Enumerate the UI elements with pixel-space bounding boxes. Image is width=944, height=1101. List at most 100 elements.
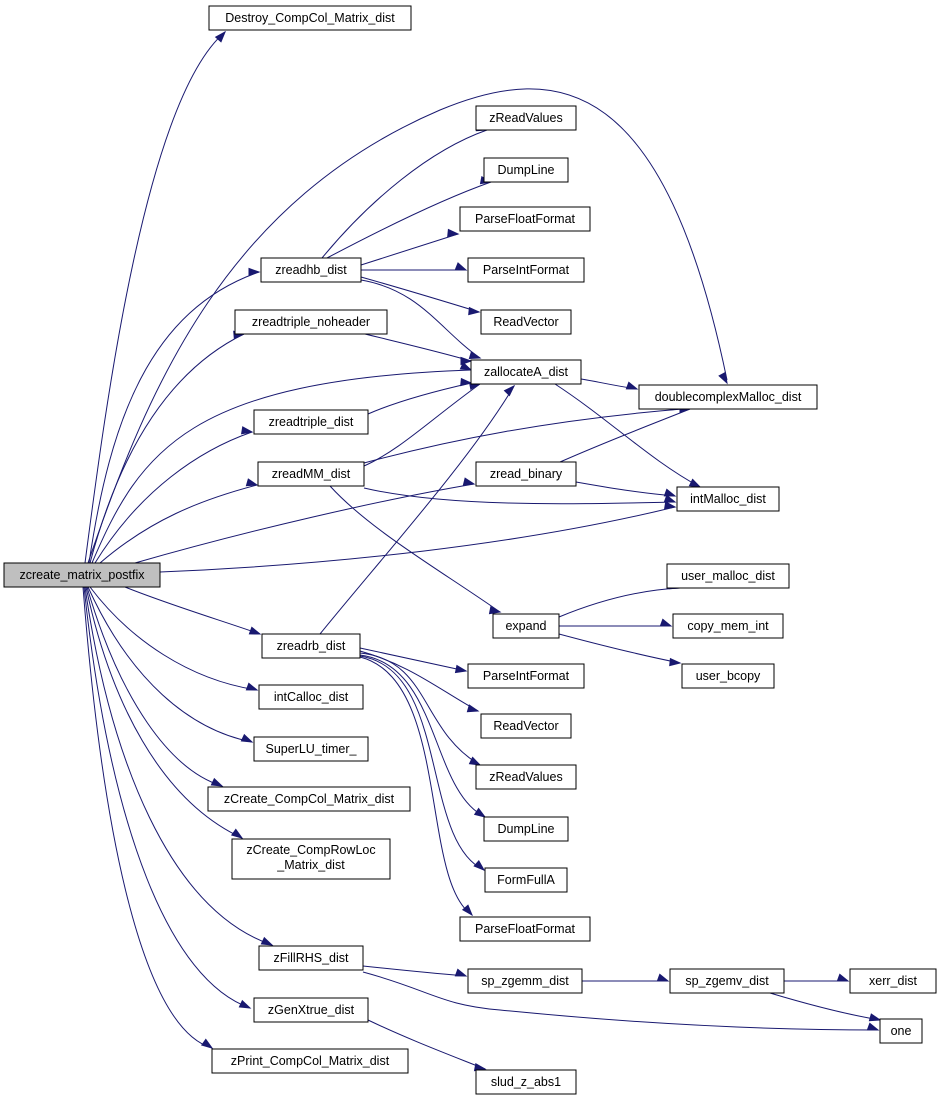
svg-text:ParseIntFormat: ParseIntFormat <box>483 669 570 683</box>
node-intmalloc-dist[interactable]: intMalloc_dist <box>676 486 780 512</box>
node-user-bcopy[interactable]: user_bcopy <box>681 663 775 689</box>
node-sp-zgemv-dist[interactable]: sp_zgemv_dist <box>669 968 785 994</box>
node-zread-binary[interactable]: zread_binary <box>475 461 577 487</box>
edge-expand-userbcopy-arrowhead <box>669 657 682 667</box>
function-nodes: zcreate_matrix_postfix Destroy_CompCol_M… <box>3 5 937 1095</box>
node-zcreate-compcol-matrix-dist[interactable]: zCreate_CompCol_Matrix_dist <box>207 786 411 812</box>
edge-spzgemv-xerr-arrowhead <box>836 973 850 982</box>
node-parseintformat-b[interactable]: ParseIntFormat <box>467 663 585 689</box>
node-zprint-compcol-matrix-dist[interactable]: zPrint_CompCol_Matrix_dist <box>211 1048 409 1074</box>
edge-root-zallocatea <box>91 361 473 564</box>
node-dumpline-b[interactable]: DumpLine <box>483 816 569 842</box>
node-slud-z-abs1[interactable]: slud_z_abs1 <box>475 1069 577 1095</box>
edge-mm-intmalloc <box>363 487 677 505</box>
edge-rb-parsefloat <box>359 656 474 917</box>
svg-text:SuperLU_timer_: SuperLU_timer_ <box>265 742 357 756</box>
node-formfulla[interactable]: FormFullA <box>484 867 568 893</box>
edge-rb-zreadvalues-arrowhead <box>468 756 482 766</box>
node-parsefloatformat-b[interactable]: ParseFloatFormat <box>459 916 591 942</box>
edge-root-zprint <box>82 586 214 1049</box>
edge-expand-copymem-arrowhead <box>659 618 673 627</box>
edge-root-destroy-arrowhead <box>214 30 226 43</box>
svg-text:slud_z_abs1: slud_z_abs1 <box>491 1075 561 1089</box>
node-readvector-b[interactable]: ReadVector <box>480 713 572 739</box>
edge-spzgemv-one <box>769 992 882 1022</box>
edge-root-zcreatecompcol-arrowhead <box>210 777 224 787</box>
svg-text:zCreate_CompRowLoc: zCreate_CompRowLoc <box>246 843 375 857</box>
edge-root-zreadbinary <box>134 477 476 564</box>
edge-root-zreadhb <box>88 267 261 564</box>
edge-root-intcalloc <box>89 586 259 691</box>
svg-text:ParseFloatFormat: ParseFloatFormat <box>475 212 576 226</box>
edge-mm-intmalloc-arrowhead <box>663 494 677 503</box>
node-zallocatea-dist[interactable]: zallocateA_dist <box>470 359 582 385</box>
node-zcreate-comprowloc-matrix-dist[interactable]: zCreate_CompRowLoc _Matrix_dist <box>231 838 391 880</box>
edge-hb-zallocatea <box>360 279 482 360</box>
edge-root-doublecomplex-arrowhead <box>718 371 728 385</box>
edge-fillrhs-spzgemm <box>362 965 468 977</box>
edge-za-intmalloc <box>554 383 702 488</box>
edge-rb-readvector-arrowhead <box>466 704 480 713</box>
node-zgenxtrue-dist[interactable]: zGenXtrue_dist <box>253 997 369 1023</box>
node-parseintformat-a[interactable]: ParseIntFormat <box>467 257 585 283</box>
svg-text:FormFullA: FormFullA <box>497 873 555 887</box>
edge-root-zcreaterowloc-arrowhead <box>230 828 244 839</box>
node-zfillrhs-dist[interactable]: zFillRHS_dist <box>258 945 364 971</box>
node-zreadhb-dist[interactable]: zreadhb_dist <box>260 257 362 283</box>
node-zreadrb-dist[interactable]: zreadrb_dist <box>261 633 361 659</box>
node-user-malloc-dist[interactable]: user_malloc_dist <box>666 563 790 589</box>
svg-text:_Matrix_dist: _Matrix_dist <box>276 858 345 872</box>
node-intcalloc-dist[interactable]: intCalloc_dist <box>258 684 364 710</box>
edge-nh-zallocatea-arrowhead <box>460 356 473 366</box>
node-one[interactable]: one <box>879 1018 923 1044</box>
edge-fillrhs-one-arrowhead <box>866 1022 880 1031</box>
node-xerr-dist[interactable]: xerr_dist <box>849 968 937 994</box>
edge-root-zreadmm <box>99 478 259 564</box>
edge-rb-parseint <box>359 647 468 674</box>
edge-spzgemv-one-arrowhead <box>868 1013 882 1022</box>
svg-text:intMalloc_dist: intMalloc_dist <box>690 492 766 506</box>
edge-rb-formfulla <box>359 655 486 872</box>
edge-root-zreadtriple <box>94 426 254 564</box>
svg-text:sp_zgemv_dist: sp_zgemv_dist <box>685 974 769 988</box>
svg-text:xerr_dist: xerr_dist <box>869 974 917 988</box>
svg-text:doublecomplexMalloc_dist: doublecomplexMalloc_dist <box>655 390 802 404</box>
node-doublecomplexmalloc-dist[interactable]: doublecomplexMalloc_dist <box>638 384 818 410</box>
edge-zb-doublecomplex <box>559 404 692 463</box>
node-copy-mem-int[interactable]: copy_mem_int <box>672 613 784 639</box>
edge-hb-readvector-arrowhead <box>468 306 481 316</box>
edge-hb-parsefloat-arrowhead <box>447 228 460 238</box>
node-superlu-timer[interactable]: SuperLU_timer_ <box>253 736 369 762</box>
edge-root-doublecomplex <box>87 88 728 564</box>
node-zreadvalues-a[interactable]: zReadValues <box>475 105 577 131</box>
node-readvector-a[interactable]: ReadVector <box>480 309 572 335</box>
node-zreadmm-dist[interactable]: zreadMM_dist <box>257 461 365 487</box>
node-expand[interactable]: expand <box>492 613 560 639</box>
svg-text:ParseFloatFormat: ParseFloatFormat <box>475 922 576 936</box>
node-zreadvalues-b[interactable]: zReadValues <box>475 764 577 790</box>
svg-text:user_malloc_dist: user_malloc_dist <box>681 569 775 583</box>
svg-text:zPrint_CompCol_Matrix_dist: zPrint_CompCol_Matrix_dist <box>231 1054 390 1068</box>
edge-hb-parseint <box>361 262 468 271</box>
edge-fillrhs-spzgemm-arrowhead <box>454 968 468 977</box>
edge-root-zreadhb-arrowhead <box>248 267 261 277</box>
edge-root-zreadbinary-arrowhead <box>462 477 476 486</box>
svg-text:intCalloc_dist: intCalloc_dist <box>274 690 349 704</box>
edge-za-doublecomplex <box>580 378 639 390</box>
edge-root-zgenxtrue <box>83 586 252 1009</box>
node-zcreate-matrix-postfix[interactable]: zcreate_matrix_postfix <box>3 562 161 588</box>
node-sp-zgemm-dist[interactable]: sp_zgemm_dist <box>467 968 583 994</box>
edge-root-zcreaterowloc <box>85 586 244 839</box>
svg-text:Destroy_CompCol_Matrix_dist: Destroy_CompCol_Matrix_dist <box>225 11 395 25</box>
node-parsefloatformat-a[interactable]: ParseFloatFormat <box>459 206 591 232</box>
svg-text:expand: expand <box>505 619 546 633</box>
svg-text:DumpLine: DumpLine <box>498 163 555 177</box>
node-zreadtriple-dist[interactable]: zreadtriple_dist <box>253 409 369 435</box>
svg-text:ParseIntFormat: ParseIntFormat <box>483 263 570 277</box>
node-zreadtriple-noheader[interactable]: zreadtriple_noheader <box>234 309 388 335</box>
svg-text:zReadValues: zReadValues <box>489 111 562 125</box>
edge-root-zgenxtrue-arrowhead <box>238 999 252 1009</box>
node-dumpline-a[interactable]: DumpLine <box>483 157 569 183</box>
svg-text:zallocateA_dist: zallocateA_dist <box>484 365 569 379</box>
node-destroy-compcol-matrix-dist[interactable]: Destroy_CompCol_Matrix_dist <box>208 5 412 31</box>
